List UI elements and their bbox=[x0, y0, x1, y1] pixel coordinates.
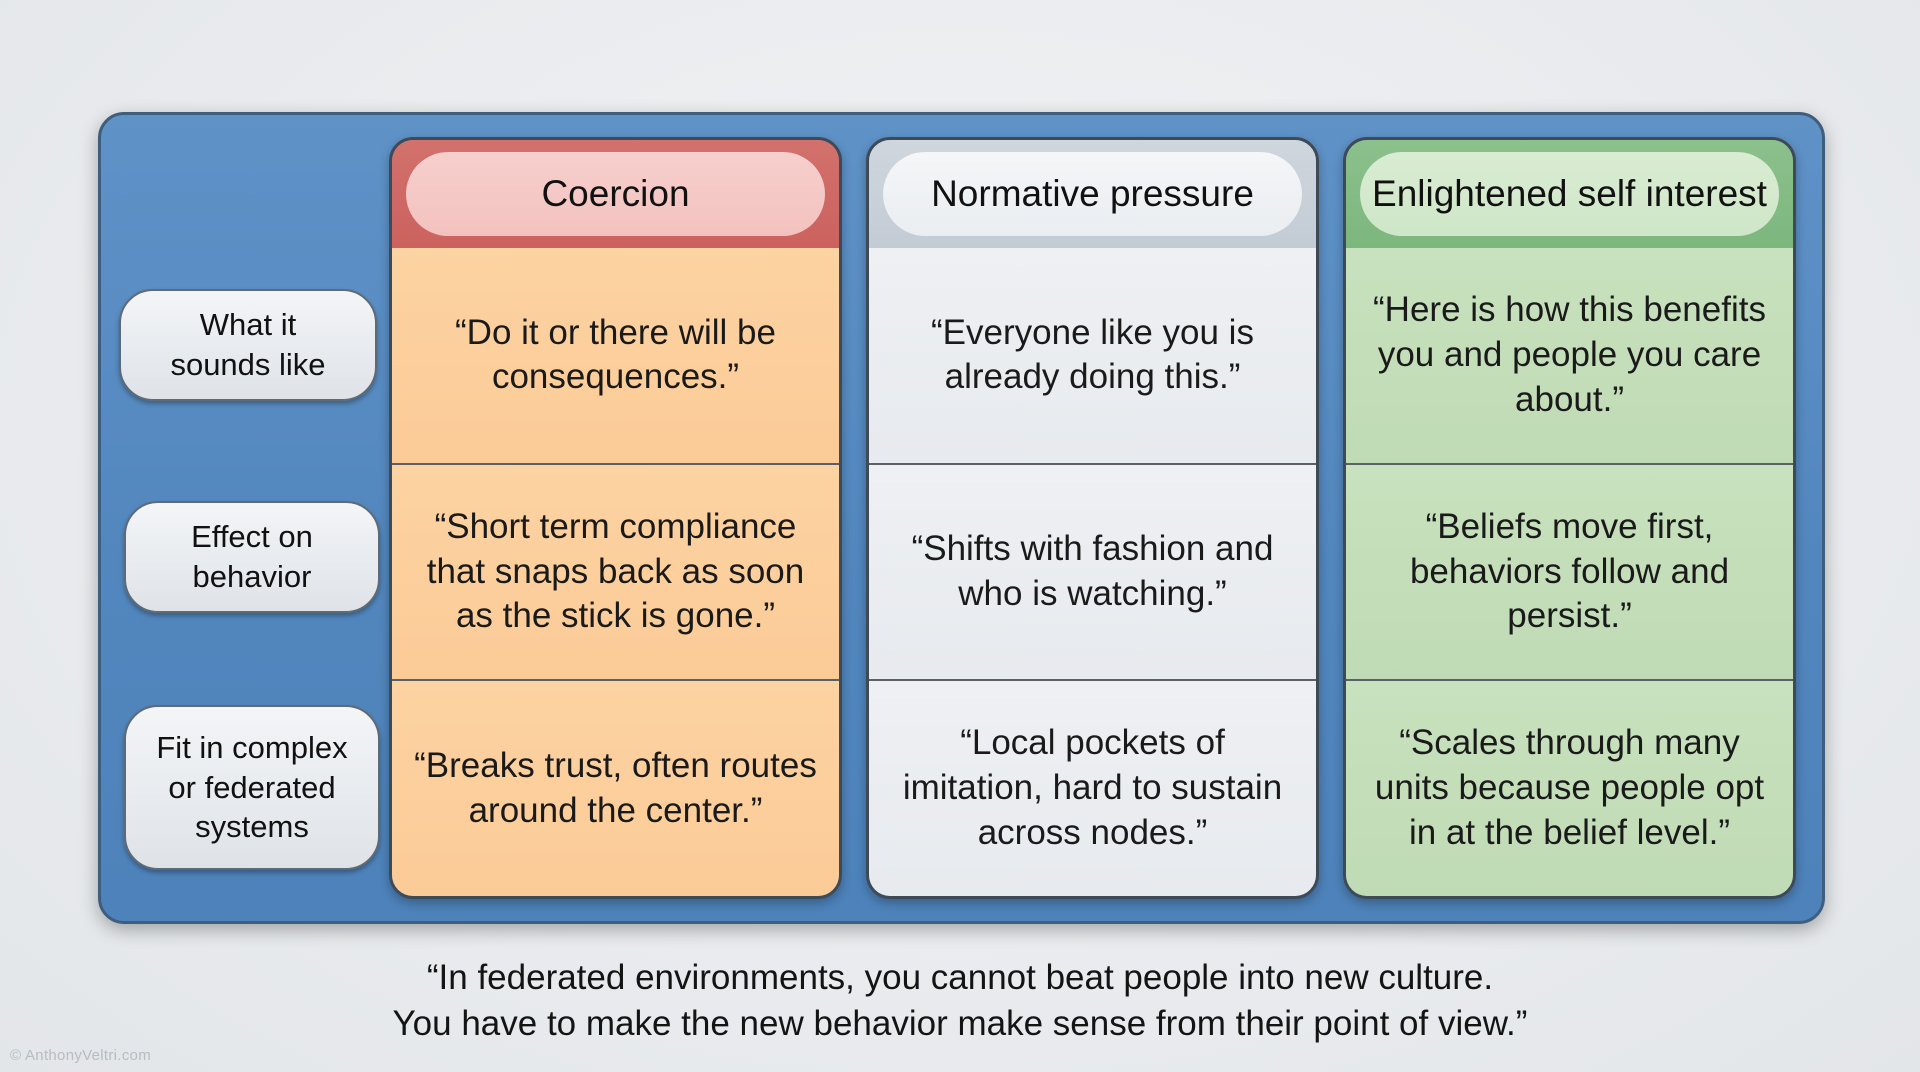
column-header-label: Normative pressure bbox=[931, 173, 1254, 214]
column-header-pill: Enlightened self interest bbox=[1360, 152, 1779, 236]
cell-normative-effect: “Shifts with fashion and who is watching… bbox=[869, 462, 1316, 680]
cell-enlightened-sounds-like: “Here is how this benefits you and peopl… bbox=[1346, 248, 1793, 463]
copyright-notice: © AnthonyVeltri.com bbox=[10, 1047, 151, 1064]
column-header-pill: Coercion bbox=[406, 152, 825, 236]
cell-text: “Local pockets of imitation, hard to sus… bbox=[902, 723, 1283, 853]
cell-text: “Everyone like you is already doing this… bbox=[931, 312, 1254, 397]
column-header-enlightened-self-interest: Enlightened self interest bbox=[1346, 140, 1793, 248]
bottom-caption: “In federated environments, you cannot b… bbox=[0, 955, 1920, 1046]
columns-container: Coercion “Do it or there will be consequ… bbox=[389, 137, 1796, 899]
caption-line-2: You have to make the new behavior make s… bbox=[392, 1003, 1528, 1043]
column-header-normative-pressure: Normative pressure bbox=[869, 140, 1316, 248]
cell-text: “Scales through many units because peopl… bbox=[1374, 723, 1765, 853]
cell-text: “Beliefs move first, behaviors follow an… bbox=[1409, 506, 1730, 636]
column-header-label: Enlightened self interest bbox=[1372, 173, 1767, 214]
column-header-coercion: Coercion bbox=[392, 140, 839, 248]
column-header-pill: Normative pressure bbox=[883, 152, 1302, 236]
cell-coercion-effect: “Short term compliance that snaps back a… bbox=[392, 462, 839, 680]
cell-text: “Do it or there will be consequences.” bbox=[455, 312, 776, 397]
cell-text: “Breaks trust, often routes around the c… bbox=[414, 745, 817, 830]
column-coercion: Coercion “Do it or there will be consequ… bbox=[389, 137, 842, 899]
column-enlightened-self-interest: Enlightened self interest “Here is how t… bbox=[1343, 137, 1796, 899]
cell-enlightened-fit: “Scales through many units because peopl… bbox=[1346, 679, 1793, 896]
caption-line-1: “In federated environments, you cannot b… bbox=[426, 958, 1494, 997]
cell-text: “Shifts with fashion and who is watching… bbox=[911, 529, 1274, 613]
cell-text: “Here is how this benefits you and peopl… bbox=[1373, 290, 1766, 419]
cell-normative-fit: “Local pockets of imitation, hard to sus… bbox=[869, 679, 1316, 896]
cell-coercion-fit: “Breaks trust, often routes around the c… bbox=[392, 679, 839, 896]
cell-enlightened-effect: “Beliefs move first, behaviors follow an… bbox=[1346, 462, 1793, 680]
column-header-label: Coercion bbox=[541, 173, 690, 214]
cell-coercion-sounds-like: “Do it or there will be consequences.” bbox=[392, 248, 839, 463]
cell-text: “Short term compliance that snaps back a… bbox=[426, 506, 805, 636]
cell-normative-sounds-like: “Everyone like you is already doing this… bbox=[869, 248, 1316, 463]
column-normative-pressure: Normative pressure “Everyone like you is… bbox=[866, 137, 1319, 899]
